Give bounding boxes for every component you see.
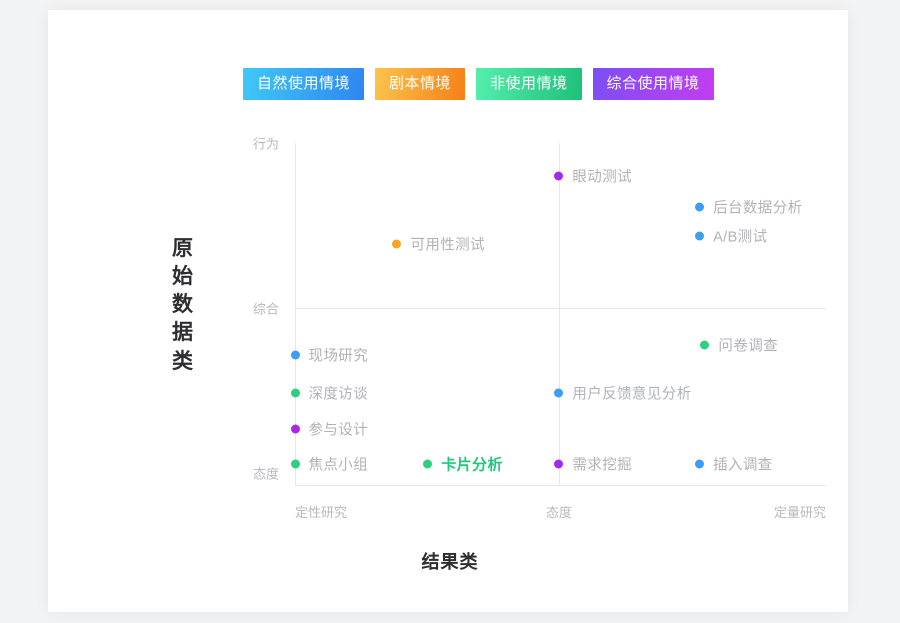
legend-tab-script[interactable]: 剧本情境 — [375, 68, 466, 100]
chart-card: 自然使用情境剧本情境非使用情境综合使用情境 行为 综合 态度 定性研究 态度 定… — [48, 10, 848, 612]
y-axis-title-char: 数 — [172, 293, 194, 317]
x-tick-label-left: 定性研究 — [295, 505, 348, 520]
x-axis-title: 结果类 — [421, 552, 479, 572]
data-point-label: 深度访谈 — [308, 386, 369, 403]
data-point-label: 插入调查 — [713, 457, 773, 474]
x-tick-label-right: 定量研究 — [773, 505, 826, 520]
data-point-marker-icon — [554, 171, 564, 181]
y-axis-title-char: 原 — [172, 237, 194, 260]
y-tick-label-top: 行为 — [252, 136, 279, 152]
data-point[interactable]: 可用性测试 — [392, 234, 485, 255]
legend-tab-natural[interactable]: 自然使用情境 — [243, 68, 365, 100]
vertical-gridline — [559, 143, 560, 486]
data-point-label: 可用性测试 — [410, 237, 485, 254]
data-point[interactable]: 参与设计 — [290, 419, 369, 440]
data-point[interactable]: A/B测试 — [695, 226, 767, 247]
data-point[interactable]: 卡片分析 — [423, 454, 503, 475]
plot-area: 行为 综合 态度 定性研究 态度 定量研究 眼动测试后台数据分析 A/B测试 可用性… — [253, 137, 826, 520]
y-axis-line — [295, 143, 296, 486]
data-point[interactable]: 焦点小组 — [290, 454, 369, 475]
y-axis-title: 原始数据类 — [166, 235, 200, 376]
data-point-label: 参与设计 — [308, 422, 369, 439]
data-point-marker-icon — [290, 459, 300, 469]
data-point-marker-icon — [700, 340, 710, 350]
data-point-label: A/B测试 — [713, 229, 768, 246]
data-point[interactable]: 需求挖掘 — [554, 454, 632, 475]
data-point-marker-icon — [554, 459, 564, 469]
data-point[interactable]: 深度访谈 — [290, 382, 369, 403]
horizontal-gridline — [295, 308, 826, 309]
y-axis-title-char: 据 — [172, 321, 194, 345]
data-point-marker-icon — [695, 202, 705, 212]
data-point-marker-icon — [392, 239, 402, 249]
data-point[interactable]: 插入调查 — [695, 454, 773, 475]
data-point-label: 现场研究 — [308, 348, 369, 365]
data-point-marker-icon — [423, 459, 433, 469]
data-point[interactable]: 问卷调查 — [700, 335, 778, 356]
y-axis-title-char: 类 — [172, 349, 194, 373]
data-point-label: 问卷调查 — [718, 338, 779, 355]
data-point-marker-icon — [554, 388, 564, 398]
data-point[interactable]: 现场研究 — [290, 345, 369, 366]
data-point-label: 眼动测试 — [572, 169, 633, 186]
data-point-label: 卡片分析 — [441, 456, 503, 474]
x-tick-label-center: 态度 — [545, 505, 573, 520]
legend: 自然使用情境剧本情境非使用情境综合使用情境 — [243, 68, 714, 100]
data-point-marker-icon — [695, 459, 705, 469]
data-point[interactable]: 用户反馈意见分析 — [554, 382, 691, 403]
data-point-marker-icon — [290, 424, 300, 434]
x-axis-line — [295, 485, 826, 486]
data-point-label: 后台数据分析 — [713, 200, 803, 217]
y-axis-title-char: 始 — [172, 265, 194, 289]
legend-tab-nonuse[interactable]: 非使用情境 — [476, 68, 582, 100]
data-point-marker-icon — [695, 231, 705, 241]
data-point-label: 用户反馈意见分析 — [572, 386, 692, 403]
data-point-label: 焦点小组 — [308, 457, 369, 474]
data-point[interactable]: 眼动测试 — [554, 165, 632, 186]
data-point-label: 需求挖掘 — [572, 457, 633, 474]
y-tick-label-middle: 综合 — [252, 301, 279, 317]
legend-tab-combined[interactable]: 综合使用情境 — [592, 68, 714, 100]
data-point-marker-icon — [290, 388, 300, 398]
data-point-marker-icon — [290, 350, 300, 360]
data-point[interactable]: 后台数据分析 — [695, 197, 802, 218]
y-tick-label-bottom: 态度 — [252, 466, 279, 482]
